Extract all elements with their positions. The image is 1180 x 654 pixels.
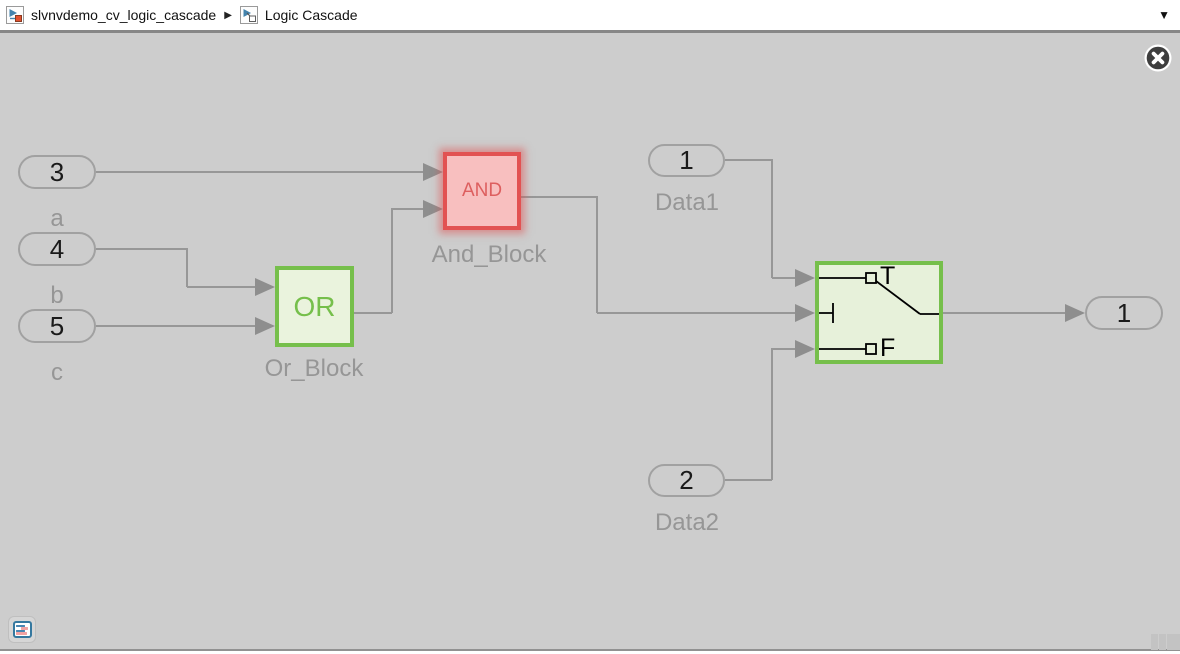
subsystem-icon [239,6,258,24]
close-icon [1144,44,1172,72]
inport-c-label: c [51,359,63,386]
data1-label: Data1 [654,189,720,216]
arrowhead-icon [423,200,443,218]
inport-b-label: b [50,282,64,309]
and-block-text: AND [461,180,503,201]
inport-b-value: 4 [49,233,65,264]
inport-a-value: 3 [49,156,65,187]
arrowhead-icon [1065,304,1085,322]
wire-data1-to-switch[interactable] [771,159,773,278]
inport-a-label: a [50,205,64,232]
wire-data1-to-switch[interactable] [772,277,795,279]
switch-false-port-square [865,343,877,355]
wire-data2-to-switch[interactable] [772,348,795,350]
diagram-canvas[interactable]: 3 a 4 b 5 c OR Or_Block AND And_Block 1 … [0,33,1180,651]
switch-true-port-square [865,272,877,284]
wire-inport-b-to-or[interactable] [187,286,255,288]
arrowhead-icon [423,163,443,181]
data1-value: 1 [679,145,694,175]
wire-or-to-and[interactable] [392,208,423,210]
switch-control-line [819,303,834,323]
data1-constant-block[interactable]: 1 [648,144,725,177]
model-icon [6,6,24,24]
wire-or-to-and[interactable] [391,208,393,313]
wire-switch-to-outport[interactable] [943,312,1065,314]
wire-data2-to-switch[interactable] [771,348,773,480]
switch-block[interactable]: T F [815,261,943,364]
breadcrumb-subsystem[interactable]: Logic Cascade [264,7,358,23]
or-logic-block[interactable]: OR [275,266,354,347]
switch-false-label: F [880,334,895,360]
or-block-text: OR [293,290,336,322]
arrowhead-icon [255,317,275,335]
coverage-report-icon [12,621,32,638]
arrowhead-icon [255,278,275,296]
outport-value: 1 [1116,297,1132,328]
breadcrumb-separator-icon: ▶ [224,9,232,21]
wire-or-to-and[interactable] [354,312,392,314]
wire-and-to-switch[interactable] [521,196,597,198]
switch-true-label: T [880,265,895,290]
data2-label: Data2 [654,509,720,536]
coverage-report-button[interactable] [8,616,36,643]
wire-and-to-switch[interactable] [596,196,598,313]
breadcrumb-caret-icon[interactable]: ▼ [1158,8,1170,22]
wire-inport-a-to-and[interactable] [96,171,423,173]
data2-constant-block[interactable]: 2 [648,464,725,497]
inport-b-block[interactable]: 4 [18,232,96,266]
breadcrumb-model[interactable]: slvnvdemo_cv_logic_cascade [31,7,217,23]
switch-lever-line [875,280,921,315]
breadcrumb: slvnvdemo_cv_logic_cascade ▶ Logic Casca… [0,0,1180,33]
wire-inport-b-to-or[interactable] [186,248,188,287]
arrowhead-icon [795,304,815,322]
arrowhead-icon [795,340,815,358]
wire-data2-to-switch[interactable] [725,479,772,481]
arrowhead-icon [795,269,815,287]
close-button[interactable] [1144,44,1172,72]
wire-inport-c-to-or[interactable] [96,325,255,327]
or-block-label: Or_Block [264,355,364,382]
and-logic-block[interactable]: AND [443,152,521,230]
outport-block[interactable]: 1 [1085,296,1163,330]
wire-inport-b-to-or[interactable] [96,248,187,250]
and-block-label: And_Block [431,241,547,268]
wire-and-to-switch[interactable] [597,312,795,314]
inport-c-block[interactable]: 5 [18,309,96,343]
data2-value: 2 [679,465,694,495]
wire-data1-to-switch[interactable] [725,159,772,161]
inport-c-value: 5 [49,310,65,341]
inport-a-block[interactable]: 3 [18,155,96,189]
scrollbar-corner[interactable] [1151,634,1180,650]
